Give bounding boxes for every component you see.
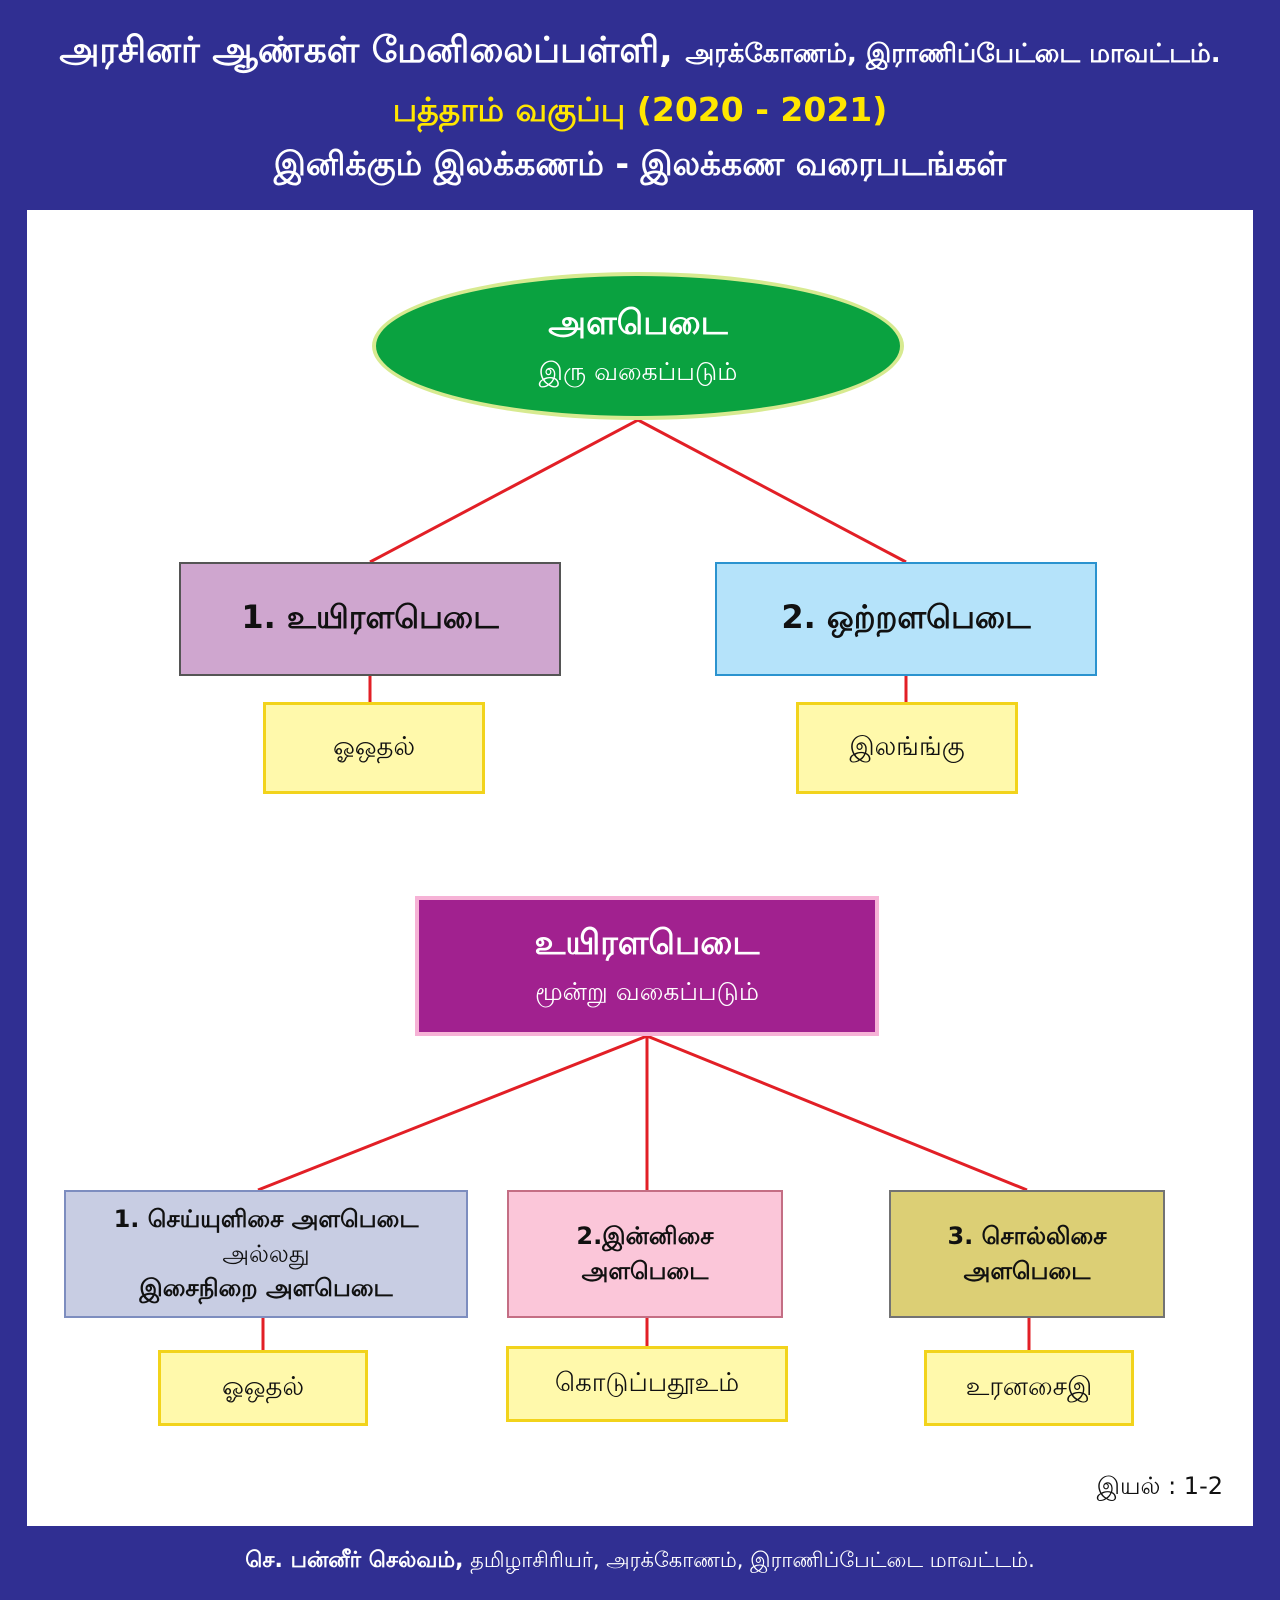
connector-root-to-cat2 — [637, 418, 907, 564]
subtype-line: அளபெடை — [581, 1257, 709, 1285]
subtype-box-innisai: 2.இன்னிசை அளபெடை — [507, 1190, 783, 1318]
example-text: கொடுப்பதூஉம் — [554, 1367, 740, 1398]
root-node-uyiralapedai: உயிரளபெடை மூன்று வகைப்படும் — [415, 896, 879, 1036]
category-label: 1. உயிரளபெடை — [241, 598, 499, 636]
class-year: பத்தாம் வகுப்பு (2020 - 2021) — [392, 90, 888, 129]
connector-root2-to-sub3 — [646, 1034, 1028, 1192]
root-note: இரு வகைப்படும் — [538, 356, 738, 386]
subtype-box-seyyulisai: 1. செய்யுளிசை அளபெடை அல்லது இசைநிறை அளபெ… — [64, 1190, 468, 1318]
subtype-line: 2.இன்னிசை — [576, 1222, 714, 1251]
example-text: இலங்ங்கு — [849, 731, 965, 762]
category-box-otralapedai: 2. ஒற்றளபெடை — [715, 562, 1097, 676]
example-box: உரனசைஇ — [924, 1350, 1134, 1426]
root-node-alapedai: அளபெடை இரு வகைப்படும் — [372, 272, 904, 420]
subtype-line: அல்லது — [222, 1239, 310, 1268]
author-name: செ. பன்னீர் செல்வம், — [245, 1548, 464, 1573]
subtype-box-sollisai: 3. சொல்லிசை அளபெடை — [889, 1190, 1165, 1318]
example-text: உரனசைஇ — [965, 1371, 1093, 1402]
subtype-line: 3. சொல்லிசை — [947, 1222, 1107, 1251]
header: அரசினர் ஆண்கள் மேனிலைப்பள்ளி, அரக்கோணம்,… — [0, 0, 1280, 206]
example-text: ஓஒதல் — [221, 1371, 305, 1402]
subtype-line: இசைநிறை அளபெடை — [139, 1274, 393, 1303]
example-box: ஓஒதல் — [263, 702, 485, 794]
example-box: இலங்ங்கு — [796, 702, 1018, 794]
footer: செ. பன்னீர் செல்வம், தமிழாசிரியர், அரக்க… — [0, 1548, 1280, 1576]
connector-lines — [257, 418, 1031, 1350]
diagram-panel: அளபெடை இரு வகைப்படும் 1. உயிரளபெடை 2. ஒற… — [27, 210, 1253, 1526]
school-title: அரசினர் ஆண்கள் மேனிலைப்பள்ளி, அரக்கோணம்,… — [0, 30, 1280, 76]
connector-root-to-cat1 — [369, 418, 639, 564]
subtype-line: அளபெடை — [963, 1257, 1091, 1285]
root-title: அளபெடை — [548, 302, 728, 343]
author-details: தமிழாசிரியர், அரக்கோணம், இராணிப்பேட்டை ம… — [470, 1548, 1035, 1572]
category-box-uyiralapedai: 1. உயிரளபெடை — [179, 562, 561, 676]
school-name: அரசினர் ஆண்கள் மேனிலைப்பள்ளி, — [59, 30, 673, 71]
root-title: உயிரளபெடை — [534, 922, 760, 963]
school-location: அரக்கோணம், இராணிப்பேட்டை மாவட்டம். — [685, 39, 1221, 69]
example-text: ஓஒதல் — [332, 731, 416, 762]
example-box: கொடுப்பதூஉம் — [506, 1346, 788, 1422]
category-label: 2. ஒற்றளபெடை — [781, 598, 1031, 636]
page-subtitle: இனிக்கும் இலக்கணம் - இலக்கண வரைபடங்கள் — [273, 144, 1007, 183]
chapter-label: இயல் : 1-2 — [1096, 1472, 1223, 1500]
subtype-line: 1. செய்யுளிசை அளபெடை — [113, 1204, 419, 1233]
connector-root2-to-sub1 — [257, 1034, 648, 1192]
root-note: மூன்று வகைப்படும் — [535, 976, 759, 1006]
example-box: ஓஒதல் — [158, 1350, 368, 1426]
